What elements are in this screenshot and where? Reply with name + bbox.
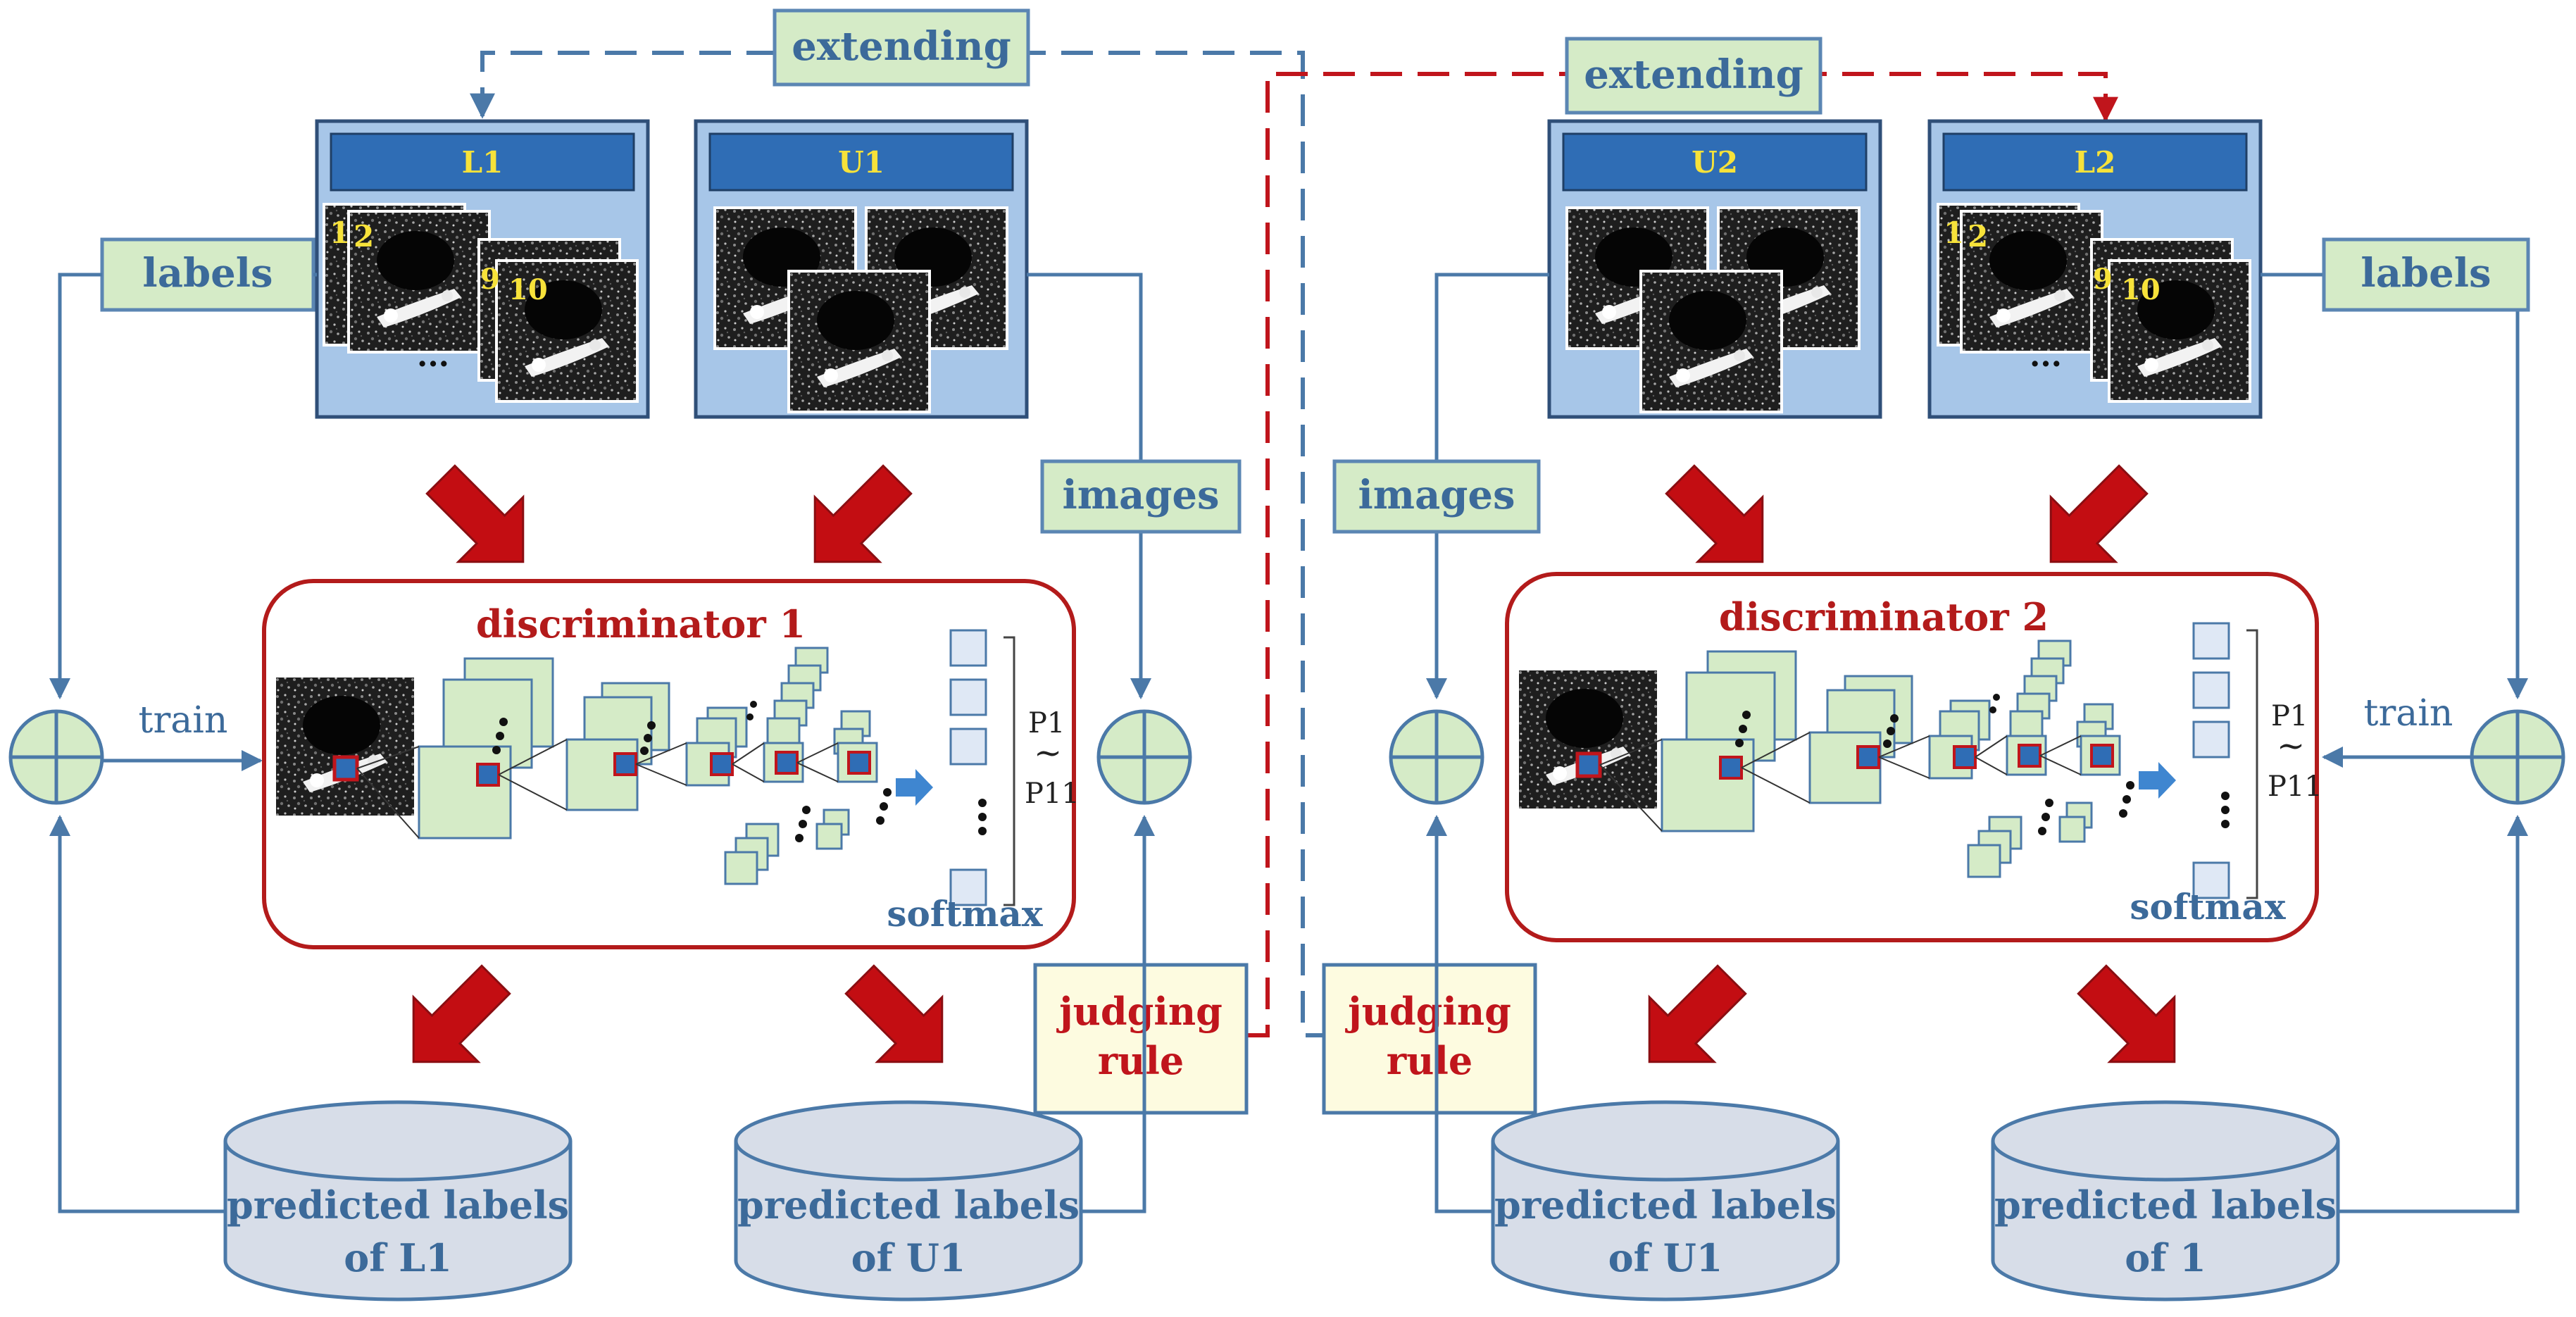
extending-dashed-line-left-down bbox=[470, 51, 778, 119]
judging-rule-box-left: judging rule bbox=[1033, 963, 1249, 1115]
fat-arrow-l1-to-disc bbox=[425, 464, 525, 563]
images-line-right bbox=[1426, 273, 1549, 699]
panel-l1-header: L1 bbox=[462, 145, 504, 180]
pred-u1-right-feedback-line bbox=[1426, 815, 1493, 1213]
l2-ellipsis: ... bbox=[2030, 338, 2062, 374]
images-box-right: images bbox=[1332, 459, 1541, 534]
train-text-right: train bbox=[2364, 692, 2453, 735]
extending-dashed-line-left bbox=[778, 51, 1324, 1037]
labels-text-right: labels bbox=[2361, 250, 2491, 297]
flatten-arrow-2 bbox=[2139, 762, 2176, 799]
pred-1-line1: predicted labels bbox=[1994, 1182, 2337, 1228]
pred-l1-line2: of L1 bbox=[344, 1235, 452, 1280]
prob-p11-left: P11 bbox=[1025, 778, 1080, 810]
cylinder-pred-l1: predicted labels of L1 bbox=[223, 1100, 573, 1302]
images-text-right: images bbox=[1358, 472, 1515, 518]
judging-rule-right-line2: rule bbox=[1387, 1038, 1473, 1083]
softmax-left: softmax bbox=[887, 893, 1043, 935]
labels-text-left: labels bbox=[142, 250, 273, 297]
cylinder-pred-u1-left: predicted labels of U1 bbox=[734, 1100, 1083, 1302]
labels-box-left: labels bbox=[100, 237, 315, 312]
pred-u1-left-line2: of U1 bbox=[851, 1235, 966, 1280]
l1-number-10: 10 bbox=[508, 273, 548, 306]
cylinder-pred-1: predicted labels of 1 bbox=[1991, 1100, 2340, 1302]
pred-u1-right-line2: of U1 bbox=[1608, 1235, 1723, 1280]
l2-number-10: 10 bbox=[2121, 273, 2161, 306]
panel-u2-header: U2 bbox=[1692, 145, 1738, 180]
pred-u1-feedback-line bbox=[1081, 815, 1155, 1213]
fat-arrow-l2-to-disc bbox=[2049, 464, 2149, 563]
pred-1-feedback-line bbox=[2338, 815, 2528, 1213]
l1-number-1: 1 bbox=[330, 216, 350, 250]
judging-to-extending-red-left bbox=[1246, 72, 2118, 1037]
sum-node-right-outer bbox=[2470, 709, 2565, 805]
judging-rule-left-line1: judging bbox=[1056, 989, 1223, 1034]
train-text-left: train bbox=[139, 699, 228, 742]
panel-u1-header: U1 bbox=[838, 145, 884, 180]
l1-number-9: 9 bbox=[480, 263, 500, 296]
l1-ellipsis: ... bbox=[417, 338, 449, 374]
labels-box-right: labels bbox=[2322, 237, 2530, 312]
prob-tilde-right: ~ bbox=[2277, 726, 2305, 766]
discriminator-2: discriminator 2 bbox=[1505, 572, 2322, 942]
prob-tilde-left: ~ bbox=[1034, 733, 1062, 773]
prob-p1-right: P1 bbox=[2271, 700, 2308, 732]
pred-l1-line1: predicted labels bbox=[227, 1182, 569, 1228]
l2-number-9: 9 bbox=[2093, 263, 2113, 296]
panel-l2: L2 1 2 9 10 ... bbox=[1927, 119, 2263, 419]
sum-node-left-inner bbox=[1096, 709, 1192, 805]
fat-arrow-u1-to-disc bbox=[813, 464, 913, 563]
panel-u2: U2 bbox=[1547, 119, 1882, 419]
sum-node-right-inner bbox=[1389, 709, 1484, 805]
extending-label-left: extending bbox=[773, 8, 1030, 87]
panel-l2-header: L2 bbox=[2075, 145, 2116, 180]
images-text-left: images bbox=[1062, 472, 1219, 518]
extending-text-right: extending bbox=[1584, 51, 1803, 98]
fat-arrow-disc-to-pred-1 bbox=[2077, 964, 2176, 1063]
judging-rule-box-right: judging rule bbox=[1322, 963, 1537, 1115]
cylinder-pred-u1-right: predicted labels of U1 bbox=[1491, 1100, 1840, 1302]
panel-u1: U1 bbox=[694, 119, 1029, 419]
images-line-left bbox=[1027, 273, 1151, 699]
fat-arrow-disc-to-l1-pred bbox=[412, 964, 511, 1063]
images-box-left: images bbox=[1040, 459, 1242, 534]
flatten-arrow-1 bbox=[896, 769, 933, 806]
prob-p1-left: P1 bbox=[1028, 707, 1065, 739]
softmax-right: softmax bbox=[2130, 886, 2286, 928]
prob-p11-right: P11 bbox=[2268, 770, 2322, 803]
l2-number-1: 1 bbox=[1944, 216, 1964, 250]
fat-arrow-disc-to-u1-pred bbox=[844, 964, 944, 1063]
l2-number-2: 2 bbox=[1968, 219, 1988, 254]
sum-node-left-outer bbox=[8, 709, 104, 805]
discriminator-1-title: discriminator 1 bbox=[476, 601, 806, 647]
fat-arrow-u2-to-disc bbox=[1665, 464, 1764, 563]
fat-arrow-disc-to-u1-pred-right bbox=[1648, 964, 1747, 1063]
pred-1-line2: of 1 bbox=[2125, 1235, 2206, 1280]
pred-u1-right-line1: predicted labels bbox=[1494, 1182, 1837, 1228]
discriminator-2-title: discriminator 2 bbox=[1719, 594, 2049, 639]
discriminator-1: discriminator 1 bbox=[262, 579, 1080, 949]
pred-l1-feedback-line bbox=[49, 815, 225, 1213]
judging-rule-left-line2: rule bbox=[1098, 1038, 1184, 1083]
panel-l1: L1 1 2 9 10 ... bbox=[315, 119, 650, 419]
l1-number-2: 2 bbox=[354, 219, 374, 254]
extending-label-right: extending bbox=[1565, 37, 1822, 115]
labels-line-left bbox=[60, 273, 317, 697]
extending-text-left: extending bbox=[792, 23, 1011, 70]
judging-rule-right-line1: judging bbox=[1344, 989, 1511, 1034]
pred-u1-left-line1: predicted labels bbox=[737, 1182, 1080, 1228]
